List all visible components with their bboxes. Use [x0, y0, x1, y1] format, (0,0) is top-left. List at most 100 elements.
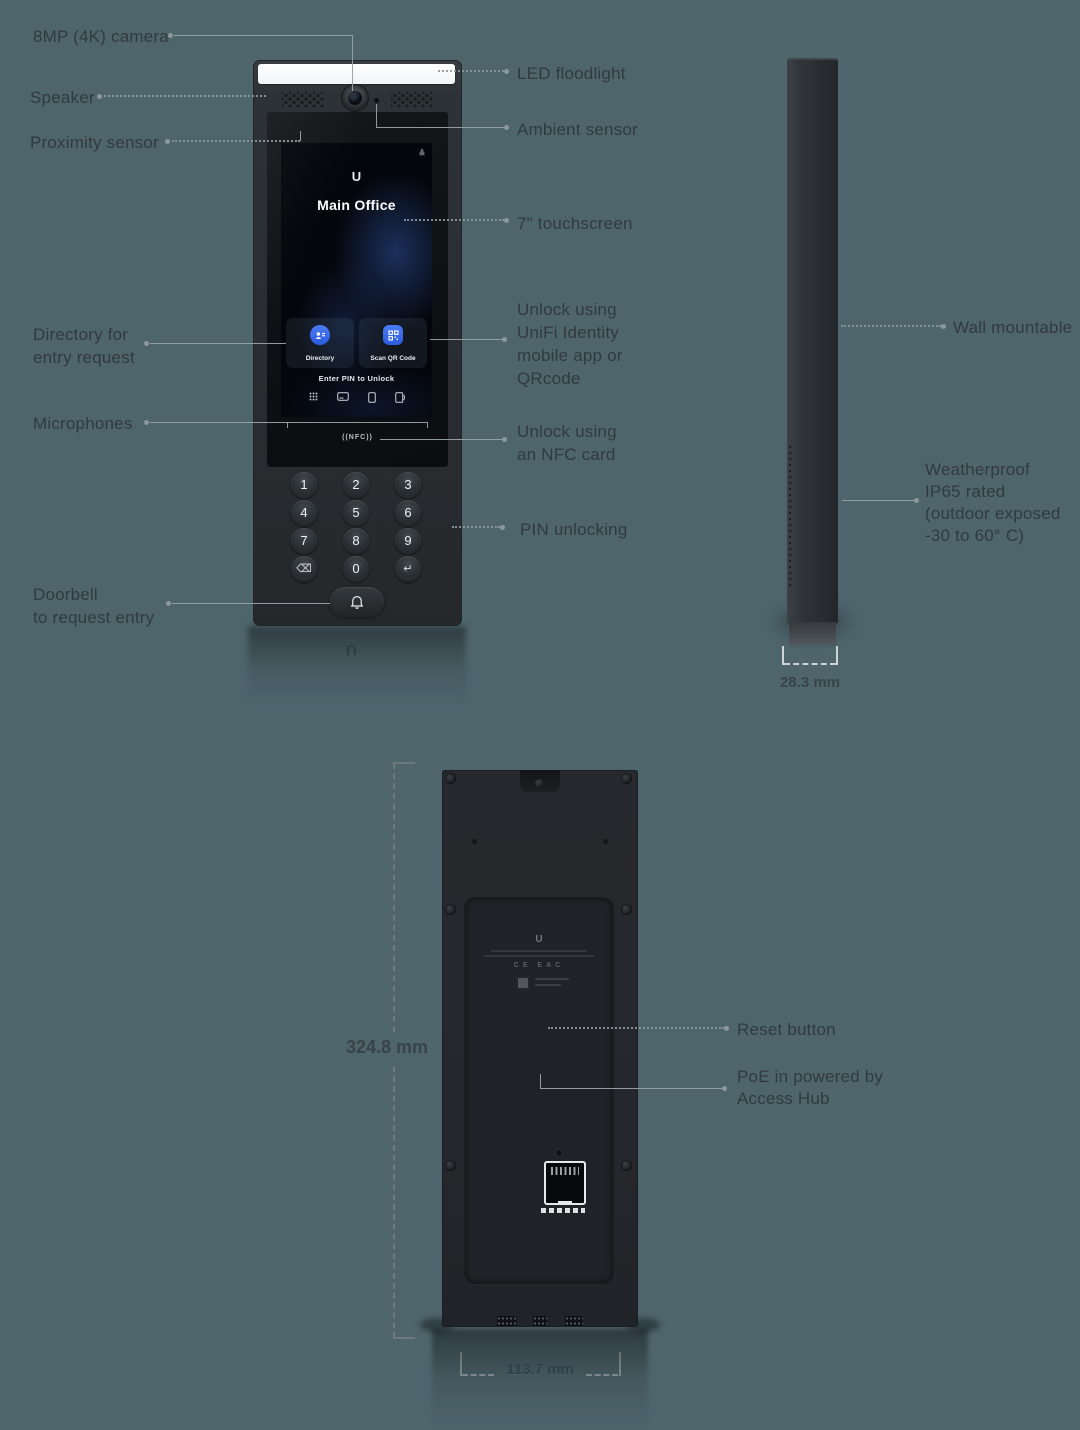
key-0: 0	[343, 556, 369, 582]
leader-ambient-drop	[376, 104, 377, 127]
leader-dot	[165, 139, 170, 144]
nfc-card-icon	[394, 392, 405, 403]
width-dimension: 113.7 mm	[506, 1361, 574, 1378]
key-6: 6	[395, 500, 421, 526]
intercom-side-view	[787, 58, 838, 624]
mount-hole	[603, 839, 608, 844]
bottom-connector-block	[497, 1316, 517, 1326]
key-1: 1	[291, 472, 317, 498]
height-dimension: 324.8 mm	[345, 1037, 429, 1057]
depth-dimension: 28.3 mm	[779, 674, 841, 691]
height-tick-top	[393, 762, 415, 764]
leader-identity	[430, 339, 502, 340]
back-screw	[445, 904, 456, 915]
leader-dot	[722, 1086, 727, 1091]
key-enter-icon: ↵	[395, 556, 421, 582]
bell-icon	[350, 595, 364, 609]
reset-button-hole	[556, 1150, 562, 1156]
callout-camera: 8MP (4K) camera	[33, 27, 169, 46]
leader-dot	[502, 437, 507, 442]
callout-pin: PIN unlocking	[520, 520, 628, 539]
callout-ambient: Ambient sensor	[517, 120, 638, 139]
leader-dot	[502, 337, 507, 342]
bottom-connector-block	[533, 1316, 547, 1326]
callout-doorbell: Doorbell to request entry	[33, 585, 155, 627]
speaker-grille-right	[391, 92, 433, 107]
leader-proximity	[172, 140, 300, 142]
leader-poe	[540, 1088, 722, 1089]
mount-hole	[472, 839, 477, 844]
bottom-connector-block	[565, 1316, 583, 1326]
pin-hint-text: Enter PIN to Unlock	[318, 374, 395, 383]
leader-dot	[168, 33, 173, 38]
phone-icon	[367, 392, 376, 403]
led-floodlight-bar	[258, 64, 455, 84]
depth-bracket-right	[836, 646, 838, 665]
port-label-strip	[541, 1208, 585, 1213]
callout-unlock-identity: Unlock using UniFi Identity mobile app o…	[517, 300, 623, 388]
speaker-grille-left	[282, 92, 324, 107]
back-screw	[445, 1160, 456, 1171]
rj45-clip	[558, 1201, 572, 1205]
front-reflection	[248, 626, 466, 704]
leader-ambient	[376, 127, 504, 128]
label-text-line	[484, 955, 594, 957]
qr-code-icon	[383, 325, 403, 345]
key-7: 7	[291, 528, 317, 554]
leader-poe-drop	[540, 1074, 541, 1088]
leader-camera-drop	[352, 35, 353, 91]
back-recess-panel: U CE EAC	[465, 898, 613, 1283]
intercom-front-view: U Main Office Directory Scan QR Code Ent…	[253, 60, 462, 626]
directory-button-label: Directory	[305, 355, 335, 362]
leader-microphones	[150, 422, 287, 423]
back-screw	[621, 904, 632, 915]
leader-directory	[150, 343, 286, 344]
callout-weatherproof: Weatherproof IP65 rated (outdoor exposed…	[925, 460, 1061, 545]
key-9: 9	[395, 528, 421, 554]
leader-dot	[724, 1026, 729, 1031]
callout-speaker: Speaker	[30, 88, 95, 107]
key-3: 3	[395, 472, 421, 498]
back-screw	[621, 1160, 632, 1171]
doorbell-button	[330, 587, 384, 617]
callout-directory: Directory for entry request	[33, 325, 135, 367]
pin-keypad: 1 2 3 4 5 6 7 8 9 ⌫ 0 ↵	[291, 472, 421, 582]
leader-dot	[144, 420, 149, 425]
callout-proximity: Proximity sensor	[30, 133, 159, 152]
callout-wall-mountable: Wall mountable	[953, 318, 1073, 337]
leader-dot	[504, 218, 509, 223]
card-icon	[336, 392, 349, 401]
ubiquiti-logo-reflection: U	[346, 641, 357, 658]
callout-unlock-nfc: Unlock using an NFC card	[517, 422, 617, 464]
scan-qr-button: Scan QR Code	[359, 318, 427, 368]
unifi-logo: U	[351, 169, 362, 184]
height-dashed-line	[393, 1066, 395, 1338]
rj45-pins	[551, 1167, 579, 1175]
mounting-notch	[520, 770, 560, 792]
regulatory-marks: CE EAC	[513, 962, 565, 969]
camera-lens	[341, 84, 369, 112]
back-screw	[621, 773, 632, 784]
ambient-sensor-dot	[374, 98, 379, 103]
microphone-bracket	[287, 422, 427, 423]
ethernet-port	[544, 1161, 586, 1205]
leader-dot	[504, 125, 509, 130]
depth-bracket-base	[784, 663, 836, 665]
key-2: 2	[343, 472, 369, 498]
callout-poe: PoE in powered by Access Hub	[737, 1067, 884, 1108]
leader-proximity-drop	[300, 131, 301, 141]
label-text-line	[491, 950, 587, 952]
leader-led	[438, 70, 504, 72]
notch-screw	[535, 779, 544, 788]
back-screw	[445, 773, 456, 784]
leader-dot	[941, 324, 946, 329]
key-8: 8	[343, 528, 369, 554]
directory-button: Directory	[286, 318, 354, 368]
leader-pin	[452, 526, 500, 528]
unlock-method-dock	[281, 392, 432, 403]
front-glass: U Main Office Directory Scan QR Code Ent…	[267, 112, 448, 467]
label-qr-code	[516, 976, 530, 990]
callout-touchscreen: 7" touchscreen	[517, 214, 633, 233]
leader-weatherproof	[842, 500, 914, 501]
height-tick-bottom	[393, 1337, 415, 1339]
